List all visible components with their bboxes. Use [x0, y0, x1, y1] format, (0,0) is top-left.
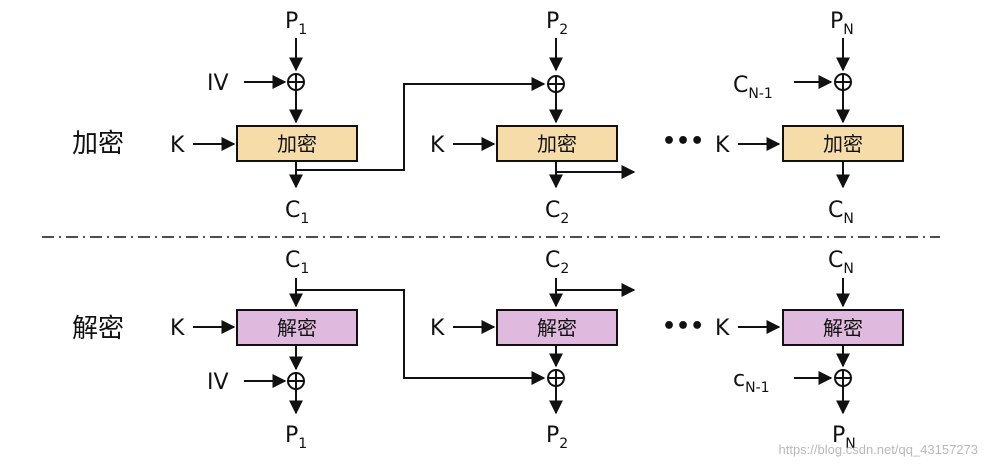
dec-ellipsis: •••	[662, 314, 704, 339]
dec-box-2	[496, 309, 618, 346]
enc-ciphertext-1: C1	[285, 198, 309, 227]
dec-block-2: C2 K 解密 P2	[430, 248, 636, 452]
enc-key-label-n: K	[715, 133, 730, 158]
enc-box-2	[496, 125, 618, 162]
enc-plaintext-1: P1	[285, 9, 307, 38]
enc-iv-label: IV	[207, 71, 229, 96]
dec-chain-in-n: cN-1	[733, 367, 770, 396]
enc-xor-icon-1	[287, 73, 305, 91]
enc-box-1	[236, 125, 358, 162]
dec-block-n: CN K 解密 cN-1 PN	[715, 248, 904, 452]
enc-box-label-1: 加密	[277, 132, 317, 156]
enc-chain-in-n: CN-1	[733, 73, 773, 102]
dec-key-label-2: K	[430, 316, 445, 341]
dec-ciphertext-1: C1	[285, 248, 309, 277]
enc-xor-icon-2	[547, 75, 565, 93]
dec-plaintext-1: P1	[285, 423, 307, 452]
enc-plaintext-2: P2	[546, 9, 568, 38]
enc-block-n: PN CN-1 K 加密 CN	[715, 9, 904, 227]
enc-key-label-1: K	[170, 133, 185, 158]
enc-box-n	[782, 125, 904, 162]
dec-xor-icon-2	[547, 369, 565, 387]
dec-box-n	[782, 309, 904, 346]
dec-box-1	[236, 309, 358, 346]
enc-plaintext-n: PN	[830, 9, 854, 38]
dec-xor-icon-n	[834, 369, 852, 387]
enc-block-1: P1 IV K 加密 C1	[170, 9, 358, 227]
dec-box-label-n: 解密	[823, 316, 863, 340]
encryption-title: 加密	[72, 129, 124, 159]
dec-xor-icon-1	[287, 372, 305, 390]
dec-iv-label: IV	[207, 370, 229, 395]
dec-ciphertext-2: C2	[545, 248, 569, 277]
watermark-text: https://blog.csdn.net/qq_43157273	[779, 442, 979, 457]
dec-plaintext-n: PN	[832, 423, 856, 452]
enc-block-2: P2 K 加密 C2	[430, 9, 636, 227]
dec-chain-1-to-2	[296, 289, 546, 385]
dec-ciphertext-n: CN	[828, 248, 854, 277]
enc-xor-icon-n	[834, 73, 852, 91]
enc-ciphertext-2: C2	[545, 198, 569, 227]
dec-block-1: C1 K 解密 IV P1	[170, 248, 358, 452]
dec-box-label-2: 解密	[537, 316, 577, 340]
decryption-title: 解密	[72, 314, 124, 344]
enc-box-label-n: 加密	[823, 132, 863, 156]
dec-box-label-1: 解密	[277, 316, 317, 340]
enc-key-label-2: K	[430, 133, 445, 158]
enc-box-label-2: 加密	[537, 132, 577, 156]
enc-ciphertext-n: CN	[828, 198, 854, 227]
dec-plaintext-2: P2	[546, 423, 568, 452]
dec-key-label-1: K	[170, 316, 185, 341]
enc-chain-1-to-2	[296, 77, 546, 171]
dec-key-label-n: K	[715, 316, 730, 341]
enc-ellipsis: •••	[662, 129, 704, 154]
